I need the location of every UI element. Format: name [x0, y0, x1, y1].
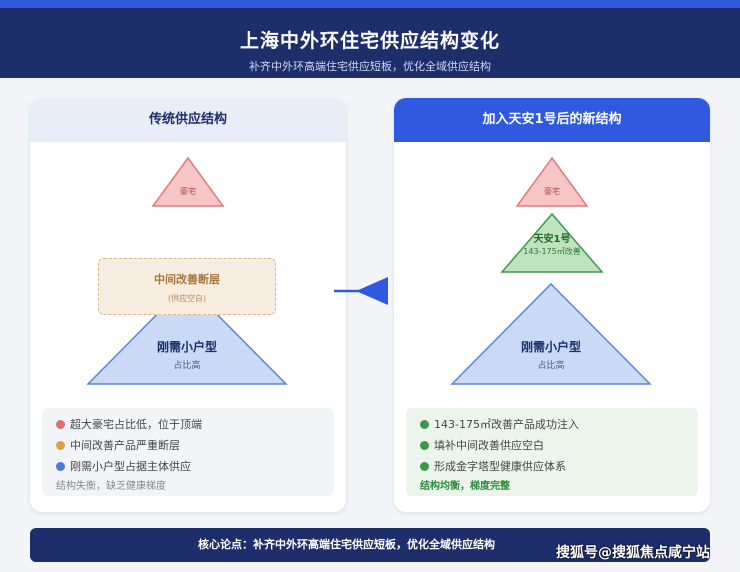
traditional-points-panel: 超大豪宅占比低，位于顶端 中间改善产品严重断层 刚需小户型占据主体供应 结构失衡… [42, 408, 334, 496]
top-accent-bar [0, 0, 740, 8]
traditional-pyramid-diagram: 豪宅 中间改善断层 (供应空白) 刚需小户型 占比高 [30, 142, 346, 402]
green-dot-icon [420, 441, 429, 450]
page-title: 上海中外环住宅供应结构变化 [239, 30, 500, 52]
base-sublabel: 占比高 [537, 361, 565, 371]
point-item: 形成金字塔型健康供应体系 [420, 456, 684, 477]
card-title: 加入天安1号后的新结构 [394, 98, 710, 142]
red-dot-icon [56, 420, 65, 429]
point-item: 刚需小户型占据主体供应 [56, 456, 320, 477]
luxury-label: 豪宅 [544, 187, 560, 196]
card-title: 传统供应结构 [30, 98, 346, 142]
gap-title: 中间改善断层 [154, 273, 220, 286]
green-dot-icon [420, 420, 429, 429]
base-triangle [450, 282, 652, 385]
traditional-structure-card: 传统供应结构 豪宅 中间改善断层 (供应空白) 刚需小户型 占比高 超大豪宅占比… [30, 98, 346, 512]
point-item: 填补中间改善供应空白 [420, 435, 684, 456]
point-item: 超大豪宅占比低，位于顶端 [56, 414, 320, 435]
tianan-sublabel: 143-175㎡改善 [523, 247, 581, 256]
base-sublabel: 占比高 [173, 361, 201, 371]
tianan-label: 天安1号 [533, 234, 571, 245]
orange-dot-icon [56, 441, 65, 450]
traditional-pyramid-svg [86, 156, 288, 385]
base-label: 刚需小户型 [156, 340, 217, 354]
summary-note: 结构均衡，梯度完整 [420, 481, 510, 492]
point-item: 中间改善产品严重断层 [56, 435, 320, 456]
summary-note: 结构失衡，缺乏健康梯度 [56, 481, 166, 492]
new-pyramid-diagram: 豪宅 天安1号 143-175㎡改善 刚需小户型 占比高 [394, 142, 710, 402]
gap-subtitle: (供应空白) [167, 294, 207, 303]
point-item: 143-175㎡改善产品成功注入 [420, 414, 684, 435]
luxury-triangle [515, 156, 589, 207]
luxury-label: 豪宅 [180, 187, 196, 196]
new-points-panel: 143-175㎡改善产品成功注入 填补中间改善供应空白 形成金字塔型健康供应体系… [406, 408, 698, 496]
blue-dot-icon [56, 462, 65, 471]
base-label: 刚需小户型 [520, 340, 581, 354]
watermark: 搜狐号@搜狐焦点咸宁站 [556, 545, 710, 561]
middle-gap-box: 中间改善断层 (供应空白) [98, 258, 276, 315]
core-argument-banner: 核心论点：补齐中外环高端住宅供应短板，优化全域供应结构 [30, 528, 710, 562]
new-structure-card: 加入天安1号后的新结构 豪宅 天安1号 143-175㎡改善 刚需小户型 占比高… [394, 98, 710, 512]
luxury-triangle [151, 156, 225, 207]
improvement-triangle [500, 212, 604, 273]
green-dot-icon [420, 462, 429, 471]
new-pyramid-svg [450, 156, 652, 385]
page-header: 上海中外环住宅供应结构变化 补齐中外环高端住宅供应短板，优化全域供应结构 [0, 8, 740, 78]
base-triangle [86, 282, 288, 385]
arrow-left-icon [334, 277, 388, 305]
page-subtitle: 补齐中外环高端住宅供应短板，优化全域供应结构 [249, 60, 491, 73]
